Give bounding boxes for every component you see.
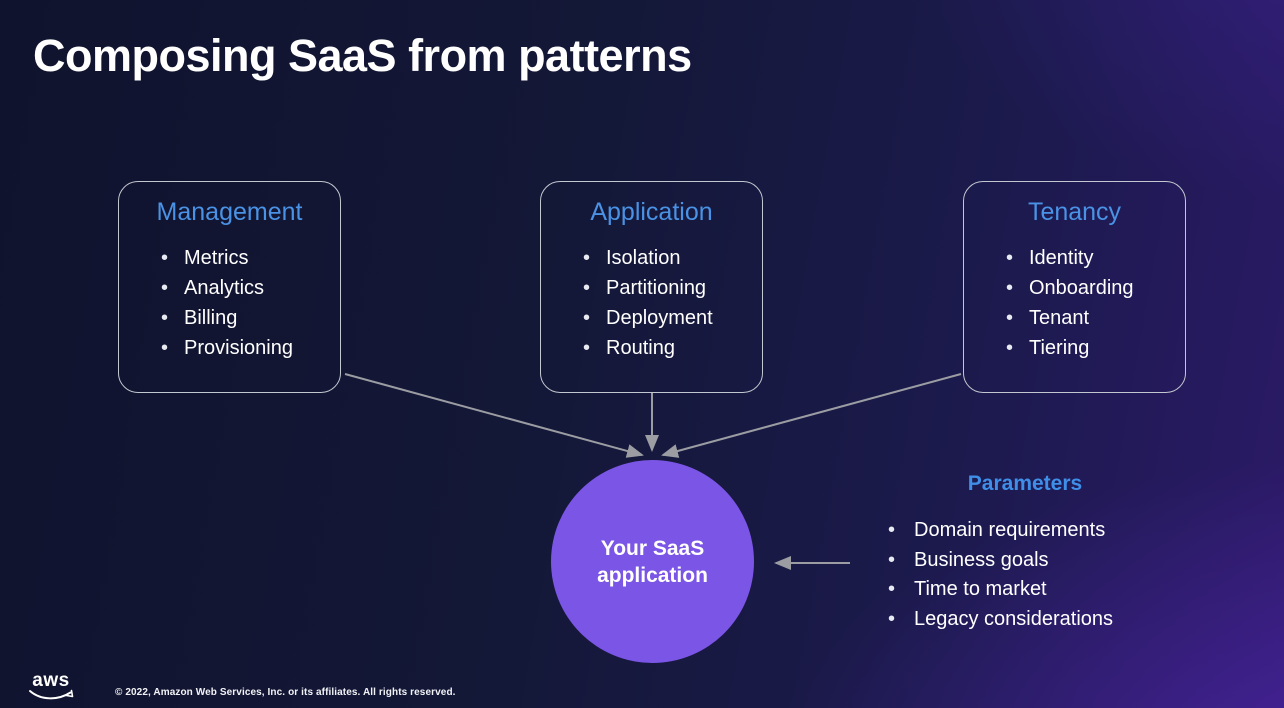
parameters-block: Parameters Domain requirements Business … [880,472,1170,634]
list-item: Onboarding [1006,273,1185,303]
list-item: Identity [1006,243,1185,273]
copyright-text: © 2022, Amazon Web Services, Inc. or its… [115,687,456,698]
list-item: Isolation [583,243,762,273]
list-item: Billing [161,303,340,333]
circle-label-line: application [597,563,708,587]
slide-title: Composing SaaS from patterns [33,30,692,81]
list-item: Routing [583,333,762,363]
pattern-box-title: Tenancy [1027,198,1122,226]
list-item: Deployment [583,303,762,333]
list-item: Analytics [161,273,340,303]
pattern-box-management: Management Metrics Analytics Billing Pro… [118,181,341,393]
pattern-box-list: Identity Onboarding Tenant Tiering [964,243,1185,363]
list-item: Tenant [1006,303,1185,333]
aws-smile-icon [29,689,74,700]
saas-application-circle: Your SaaS application [551,460,754,663]
pattern-box-title: Management [156,198,303,226]
parameters-list: Domain requirements Business goals Time … [880,516,1170,634]
list-item: Business goals [888,546,1170,576]
aws-logo-text: aws [32,670,70,691]
pattern-box-tenancy: Tenancy Identity Onboarding Tenant Tieri… [963,181,1186,393]
list-item: Time to market [888,575,1170,605]
list-item: Partitioning [583,273,762,303]
list-item: Domain requirements [888,516,1170,546]
pattern-box-list: Isolation Partitioning Deployment Routin… [541,243,762,363]
pattern-box-list: Metrics Analytics Billing Provisioning [119,243,340,363]
aws-logo: aws [28,670,74,702]
parameters-title: Parameters [967,472,1083,495]
list-item: Metrics [161,243,340,273]
circle-label-line: Your SaaS [600,536,705,560]
pattern-box-application: Application Isolation Partitioning Deplo… [540,181,763,393]
list-item: Tiering [1006,333,1185,363]
list-item: Legacy considerations [888,605,1170,635]
pattern-box-title: Application [590,198,713,226]
list-item: Provisioning [161,333,340,363]
